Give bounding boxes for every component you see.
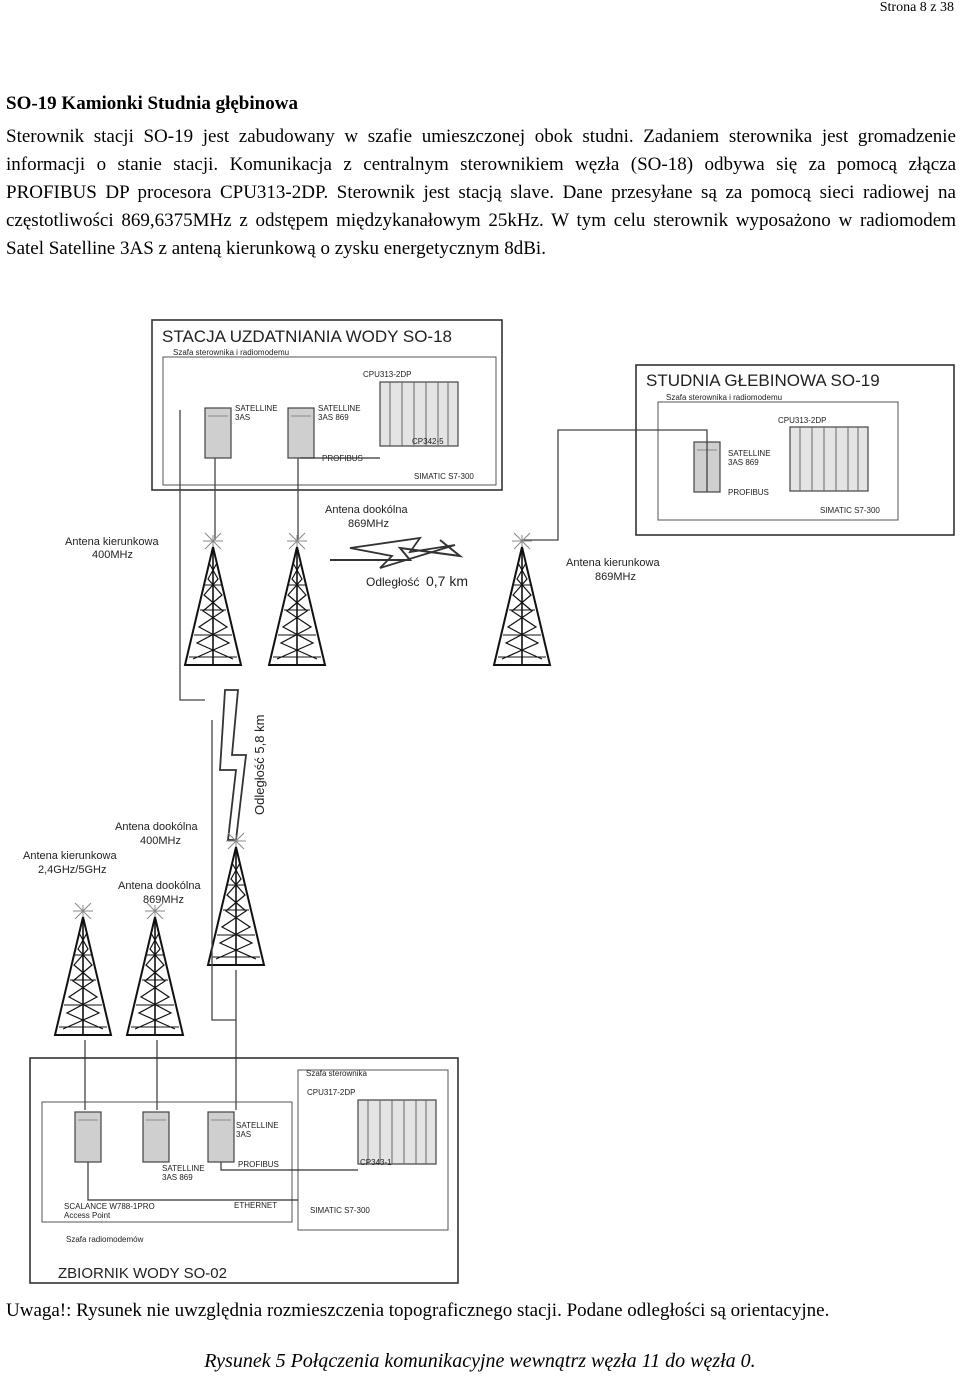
network-diagram: STACJA UZDATNIANIA WODY SO-18 Szafa ster…: [23, 319, 955, 1284]
tower-400mhz-so18: [184, 532, 242, 666]
so18-cpu-label: CPU313-2DP: [363, 370, 411, 379]
so02-plc-rack: [357, 1099, 437, 1165]
figure-note: Uwaga!: Rysunek nie uwzględnia rozmieszc…: [6, 1300, 830, 1321]
label-dir-antenna-869: Antena kierunkowa: [566, 557, 660, 569]
so02-plc-label: SIMATIC S7-300: [310, 1206, 370, 1215]
so02-antenna-cables: [84, 720, 237, 1110]
tower-400mhz-so02: [207, 832, 265, 966]
so02-cabinet2-label: Szafa radiomodemów: [66, 1235, 144, 1244]
label-omni-antenna-869: Antena dookólna: [325, 504, 408, 516]
radio-link-long: [219, 689, 248, 841]
so02-modem2: [207, 1111, 235, 1163]
so02-access-point: [74, 1111, 102, 1163]
so19-cpu-label: CPU313-2DP: [778, 416, 826, 425]
so02-modem2-sublabel: 3AS 869: [162, 1173, 193, 1182]
so02-modem2-label: SATELLINE: [162, 1164, 205, 1173]
label-omni-antenna-400: Antena dookólna: [115, 821, 198, 833]
so19-plc-label: SIMATIC S7-300: [820, 506, 880, 515]
so02-profibus-label: PROFIBUS: [238, 1160, 279, 1169]
label-dir-antenna-869-freq: 869MHz: [595, 571, 636, 583]
section-paragraph: Sterownik stacji SO-19 jest zabudowany w…: [6, 126, 956, 259]
station-so02: Szafa sterownika CPU317-2DP SATELLINE 3A…: [29, 1057, 459, 1284]
distance-short-value: 0,7 km: [426, 573, 468, 589]
label-omni-antenna-869-so02: Antena dookólna: [118, 880, 201, 892]
so18-modem2: [287, 407, 315, 459]
so19-modem-sublabel: 3AS 869: [728, 458, 759, 467]
tower-869mhz-so18: [268, 532, 326, 666]
label-dir-antenna-400: Antena kierunkowa: [65, 536, 159, 548]
tower-869mhz-so02: [126, 902, 184, 1036]
so02-ethernet-label: ETHERNET: [234, 1201, 277, 1210]
tower-24ghz-so02: [54, 902, 112, 1036]
section-title: SO-19 Kamionki Studnia głębinowa: [6, 93, 298, 114]
so18-cabinet-label: Szafa sterownika i radiomodemu: [173, 348, 289, 357]
so02-cpu-label: CPU317-2DP: [307, 1088, 355, 1097]
so18-modem1-sublabel: 3AS: [235, 413, 250, 422]
label-omni-antenna-869-freq: 869MHz: [348, 518, 389, 530]
so02-ap-sublabel: Access Point: [64, 1211, 111, 1220]
distance-short-label: Odległość: [366, 575, 419, 589]
label-dir-antenna-400-freq: 400MHz: [92, 549, 133, 561]
so18-title: STACJA UZDATNIANIA WODY SO-18: [162, 327, 452, 346]
so19-profibus-label: PROFIBUS: [728, 488, 769, 497]
page-number: Strona 8 z 38: [879, 0, 954, 15]
label-omni-antenna-400-freq: 400MHz: [140, 835, 181, 847]
station-so18: STACJA UZDATNIANIA WODY SO-18 Szafa ster…: [151, 319, 503, 491]
so19-modem-label: SATELLINE: [728, 449, 771, 458]
so19-plc-rack: [789, 426, 869, 492]
so02-cabinet-label: Szafa sterownika: [306, 1069, 367, 1078]
so02-modem1: [142, 1111, 170, 1163]
so02-modem1-label: SATELLINE: [236, 1121, 279, 1130]
station-so19: STUDNIA GŁEBINOWA SO-19 Szafa sterownika…: [635, 364, 955, 536]
so02-title: ZBIORNIK WODY SO-02: [58, 1265, 227, 1282]
so18-cp-label: CP342-5: [412, 437, 444, 446]
label-dir-antenna-24-freq: 2,4GHz/5GHz: [38, 864, 106, 876]
so18-plc-label: SIMATIC S7-300: [414, 472, 474, 481]
antenna-cables: [179, 410, 708, 701]
distance-long-label: Odległość 5,8 km: [252, 715, 267, 815]
label-omni-antenna-869-so02-freq: 869MHz: [143, 894, 184, 906]
so19-cabinet-label: Szafa sterownika i radiomodemu: [666, 393, 782, 402]
so18-modem1: [204, 407, 232, 459]
so18-modem1-label: SATELLINE: [235, 404, 278, 413]
so18-modem2-sublabel: 3AS 869: [318, 413, 349, 422]
radio-link-short: [330, 539, 464, 561]
tower-869mhz-so19: [493, 532, 551, 666]
so18-modem2-label: SATELLINE: [318, 404, 361, 413]
figure-caption: Rysunek 5 Połączenia komunikacyjne wewną…: [204, 1350, 756, 1372]
so02-ap-label: SCALANCE W788-1PRO: [64, 1202, 155, 1211]
so02-modem1-sublabel: 3AS: [236, 1130, 251, 1139]
label-dir-antenna-24: Antena kierunkowa: [23, 850, 117, 862]
so19-title: STUDNIA GŁEBINOWA SO-19: [646, 371, 880, 390]
so02-cp-label: CP343-1: [360, 1158, 392, 1167]
